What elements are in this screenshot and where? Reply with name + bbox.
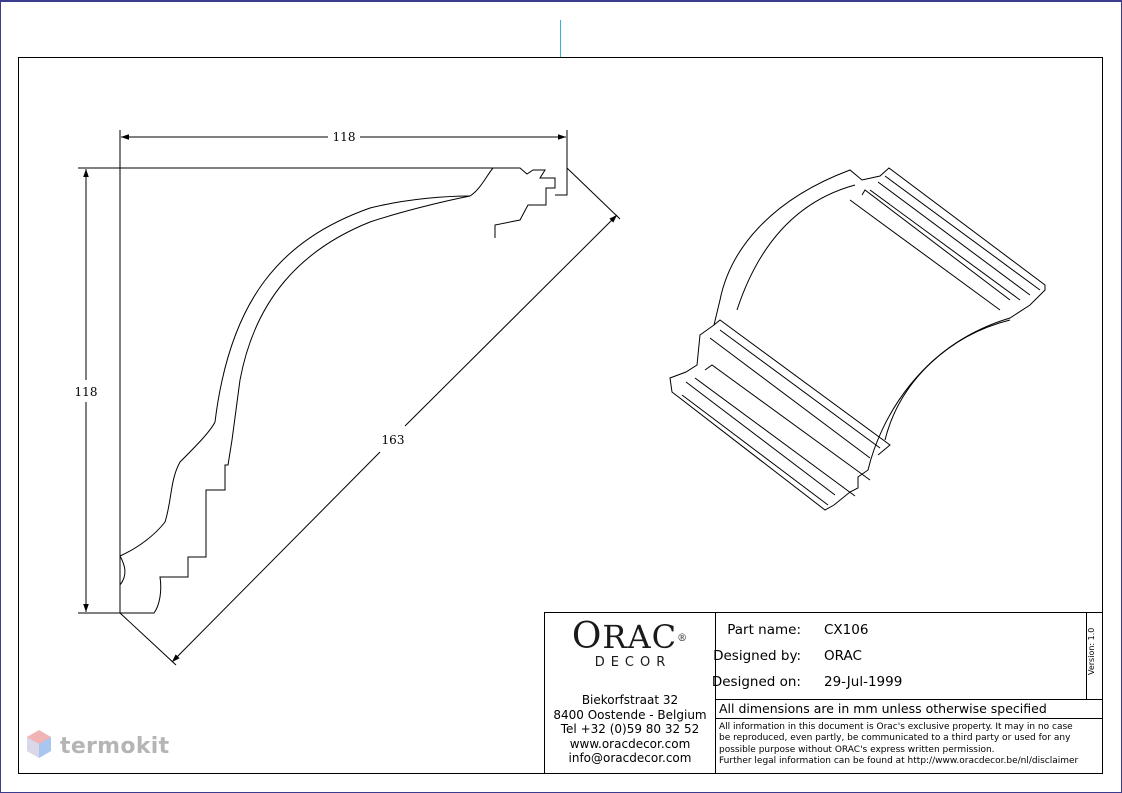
center-mark [560, 20, 561, 57]
termokit-watermark-text: termokit [60, 734, 170, 759]
legal-line: be reproduced, even partly, be communica… [719, 733, 1071, 744]
profile-section [119, 167, 568, 614]
designed-on-value: 29-Jul-1999 [824, 674, 903, 690]
legal-line: All information in this document is Orac… [719, 722, 1073, 732]
legal-notice: All information in this document is Orac… [716, 722, 1102, 767]
address-city: 8400 Oostende - Belgium [553, 707, 707, 722]
legal-line-disclaimer[interactable]: Further legal information can be found a… [719, 755, 1079, 766]
termokit-watermark: termokit [24, 728, 184, 768]
part-name-label: Part name: [727, 622, 801, 638]
designed-by-row: Designed by: ORAC [713, 648, 1086, 670]
company-panel: ORAC® DECOR Biekorfstraat 32 8400 Oosten… [545, 613, 716, 773]
designed-by-value: ORAC [824, 648, 862, 664]
designed-on-label: Designed on: [711, 674, 801, 690]
orac-decor-logo: ORAC® DECOR [571, 616, 689, 671]
address-street: Biekorfstraat 32 [581, 693, 679, 707]
dimension-lines [78, 130, 621, 666]
part-name-value: CX106 [824, 622, 869, 638]
diagonal-dimension-label: 163 [382, 433, 405, 447]
title-block: ORAC® DECOR Biekorfstraat 32 8400 Oosten… [544, 612, 1103, 774]
width-dimension-label: 118 [333, 130, 356, 144]
part-fields: Part name: CX106 Designed by: ORAC Desig… [712, 613, 1086, 701]
company-address: Biekorfstraat 32 8400 Oostende - Belgium… [545, 693, 715, 766]
dimensions-note: All dimensions are in mm unless otherwis… [716, 699, 1102, 719]
designed-on-row: Designed on: 29-Jul-1999 [712, 674, 1086, 696]
version-column: Version: 1.0 [1086, 613, 1103, 700]
address-tel: Tel +32 (0)59 80 32 52 [560, 722, 700, 736]
version-label: Version: 1.0 [1087, 627, 1096, 675]
part-name-row: Part name: CX106 [716, 622, 1086, 644]
address-web[interactable]: www.oracdecor.com [569, 736, 691, 751]
height-dimension-label: 118 [75, 385, 98, 399]
legal-line: possible purpose without ORAC's express … [719, 744, 995, 755]
designed-by-label: Designed by: [713, 648, 801, 664]
termokit-logo-icon [27, 730, 51, 758]
isometric-view [669, 167, 1046, 511]
address-email[interactable]: info@oracdecor.com [568, 751, 692, 765]
